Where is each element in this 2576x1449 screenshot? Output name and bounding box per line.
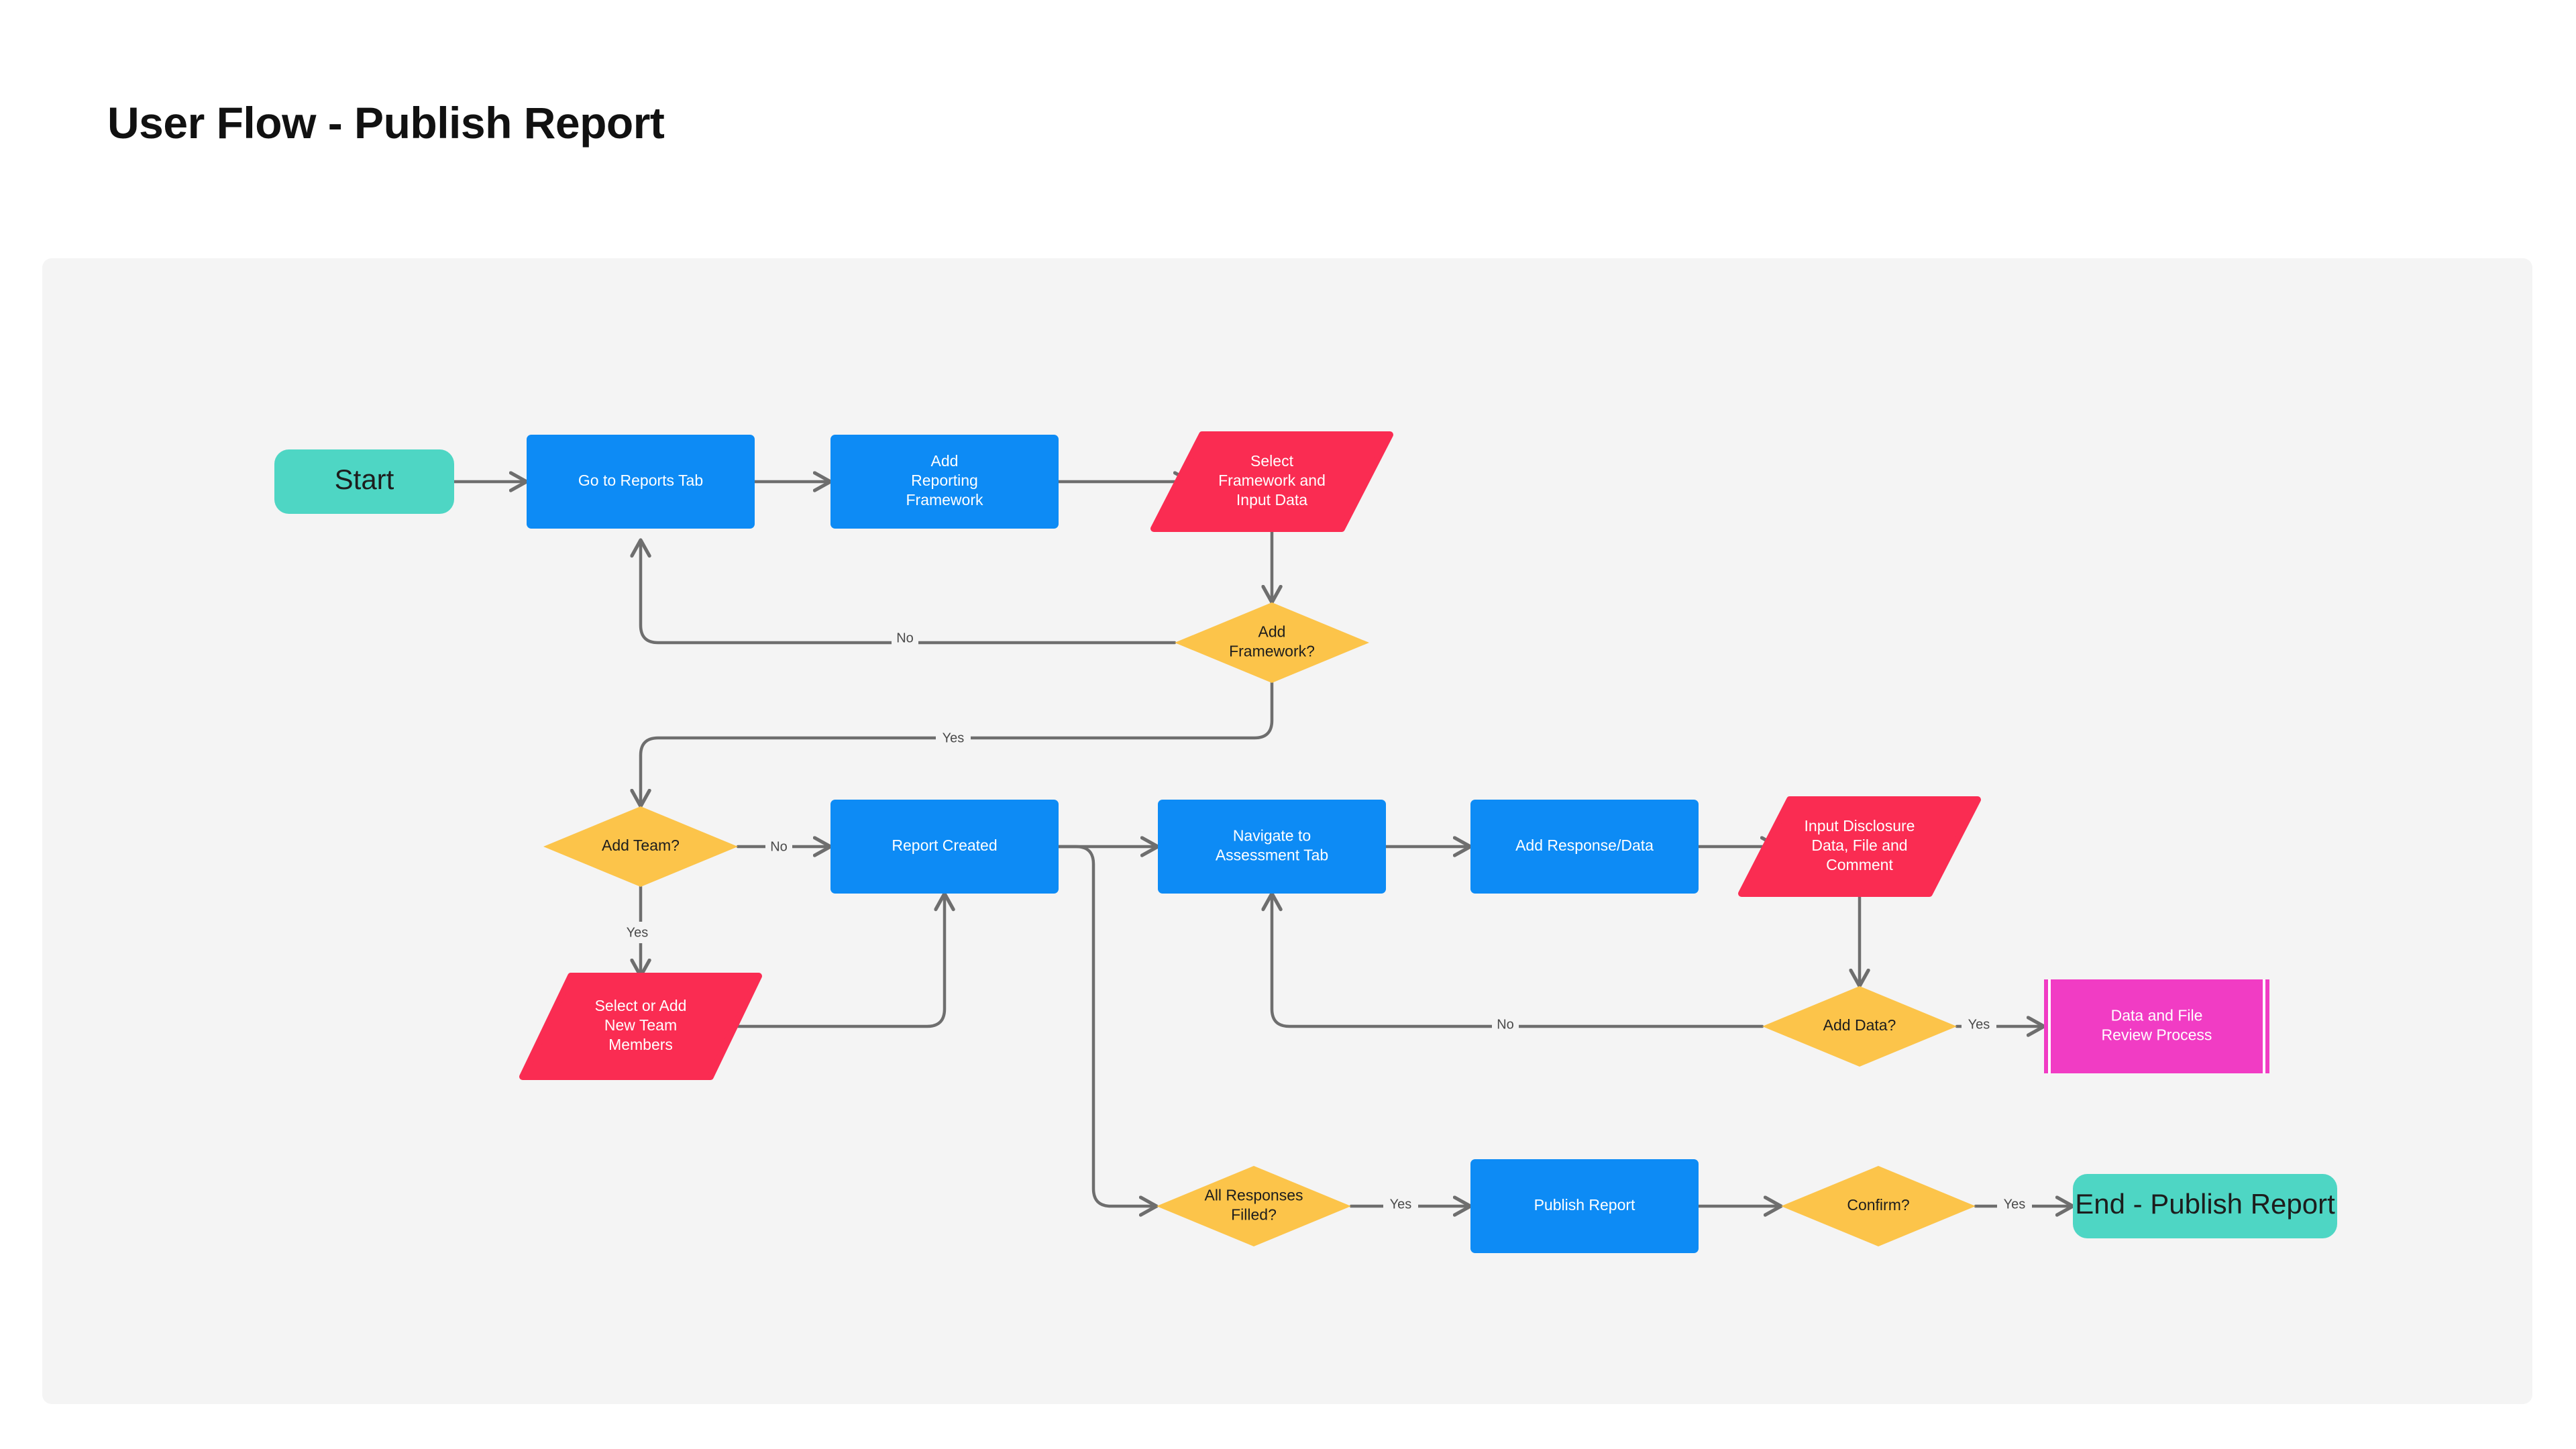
edge-label-bg: [892, 627, 918, 649]
flow-node-addresp[interactable]: Add Response/Data: [1470, 800, 1699, 894]
process-shape: [830, 800, 1059, 894]
flow-node-label: End - Publish Report: [2075, 1188, 2335, 1220]
decision-shape: [1762, 986, 1957, 1067]
edge-label-bg: [765, 836, 792, 857]
edge-label-bg: [1383, 1193, 1418, 1215]
flow-node-adddata[interactable]: Add Data?: [1762, 986, 1957, 1067]
edge-label-1: Yes: [943, 731, 965, 745]
flow-node-label: Confirm?: [1847, 1196, 1909, 1214]
process-shape: [1158, 800, 1386, 894]
io-shape: [1150, 431, 1393, 532]
flow-node-label: Add Team?: [602, 837, 680, 854]
process-shape: [830, 435, 1059, 529]
flow-node-label: Add Response/Data: [1515, 837, 1654, 854]
flow-node-label: Add Data?: [1823, 1016, 1896, 1034]
edge-label-3: Yes: [627, 925, 649, 940]
flow-node-label: Go to Reports Tab: [578, 472, 703, 489]
flow-node-addteam[interactable]: Add Team?: [543, 806, 738, 887]
flow-edge-reportcr-to-allresp: [1057, 845, 1159, 1217]
edge-label-bg: [620, 922, 655, 943]
edge-label-bg: [1997, 1193, 2032, 1215]
process-shape: [1470, 1159, 1699, 1253]
page-title: User Flow - Publish Report: [107, 98, 665, 148]
flow-node-start[interactable]: Start: [274, 449, 454, 514]
io-shape: [519, 973, 762, 1080]
flow-node-label: Report Created: [892, 837, 997, 854]
flow-node-reports[interactable]: Go to Reports Tab: [527, 435, 755, 529]
edge-label-5: Yes: [1968, 1017, 1990, 1032]
flow-edge-adddata-no-to-navassess: [1261, 892, 1764, 1028]
edge-label-2: No: [770, 839, 788, 854]
edge-label-bg: [936, 727, 971, 749]
edge-label-6: Yes: [1390, 1197, 1412, 1212]
flow-node-reportcr[interactable]: Report Created: [830, 800, 1059, 894]
terminator-shape: [274, 449, 454, 514]
edge-label-0: No: [896, 631, 914, 645]
edge-label-4: No: [1497, 1017, 1514, 1032]
process-shape: [1470, 800, 1699, 894]
decision-shape: [1781, 1166, 1976, 1246]
process-shape: [527, 435, 755, 529]
subprocess-shape: [2044, 979, 2269, 1073]
flow-node-confirm[interactable]: Confirm?: [1781, 1166, 1976, 1246]
edge-label-bg: [1492, 1014, 1519, 1035]
edge-label-bg: [1962, 1014, 1996, 1035]
decision-shape: [1175, 602, 1369, 683]
flow-node-label: Publish Report: [1534, 1196, 1635, 1214]
flow-node-publish[interactable]: Publish Report: [1470, 1159, 1699, 1253]
flow-edge-addfw-no-to-reports: [630, 538, 1177, 645]
flow-node-end[interactable]: End - Publish Report: [2073, 1174, 2337, 1238]
edge-label-7: Yes: [2004, 1197, 2026, 1212]
terminator-shape: [2073, 1174, 2337, 1238]
flow-node-label: Start: [335, 464, 394, 495]
decision-shape: [1157, 1166, 1351, 1246]
flow-edge-teamsel-to-reportcr: [733, 892, 955, 1028]
decision-shape: [543, 806, 738, 887]
io-shape: [1738, 796, 1981, 897]
